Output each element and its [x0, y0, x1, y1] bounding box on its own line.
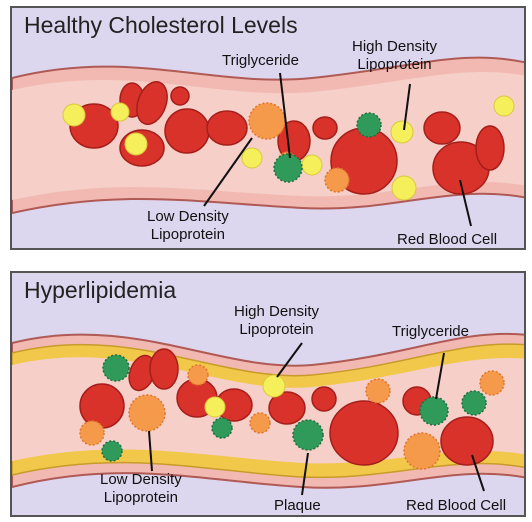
red-blood-cell — [165, 109, 209, 153]
ldl-particle — [129, 395, 165, 431]
triglyceride-particle — [293, 420, 323, 450]
triglyceride-particle — [357, 113, 381, 137]
ldl-label-line1: Low Density — [100, 471, 182, 489]
hdl-particle — [63, 104, 85, 126]
ldl-label-line2: Lipoprotein — [147, 226, 229, 244]
hdl-label-line2: Lipoprotein — [234, 321, 319, 339]
ldl-particle — [366, 379, 390, 403]
healthy-vessel-illustration — [12, 8, 526, 250]
hdl-label: High Density Lipoprotein — [352, 38, 437, 74]
red-blood-cell — [207, 111, 247, 145]
red-blood-cell — [313, 117, 337, 139]
triglyceride-label: Triglyceride — [222, 52, 299, 70]
red-blood-cell — [441, 417, 493, 465]
hdl-particle — [392, 176, 416, 200]
ldl-label: Low Density Lipoprotein — [147, 208, 229, 244]
hdl-particle — [205, 397, 225, 417]
hdl-particle — [263, 375, 285, 397]
red-blood-cell — [330, 401, 398, 465]
red-blood-cell — [476, 126, 504, 170]
hdl-label: High Density Lipoprotein — [234, 303, 319, 339]
hdl-particle — [391, 121, 413, 143]
triglyceride-particle — [274, 154, 302, 182]
rbc-label: Red Blood Cell — [397, 231, 497, 249]
hdl-label-line1: High Density — [352, 38, 437, 56]
ldl-particle — [188, 365, 208, 385]
hdl-particle — [494, 96, 514, 116]
hyperlipidemia-panel: Hyperlipidemia High Density Lipoprotein … — [10, 271, 526, 517]
hdl-particle — [125, 133, 147, 155]
healthy-panel: Healthy Cholesterol Levels Triglyceride … — [10, 6, 526, 250]
red-blood-cell — [312, 387, 336, 411]
triglyceride-particle — [212, 418, 232, 438]
ldl-particle — [249, 103, 285, 139]
hdl-label-line1: High Density — [234, 303, 319, 321]
hdl-particle — [111, 103, 129, 121]
triglyceride-particle — [103, 355, 129, 381]
red-blood-cell — [171, 87, 189, 105]
ldl-particle — [404, 433, 440, 469]
hdl-label-line2: Lipoprotein — [352, 56, 437, 74]
triglyceride-label: Triglyceride — [392, 323, 469, 341]
triglyceride-particle — [462, 391, 486, 415]
ldl-label-line2: Lipoprotein — [100, 489, 182, 507]
panel-title: Hyperlipidemia — [24, 277, 176, 304]
triglyceride-particle — [102, 441, 122, 461]
ldl-label: Low Density Lipoprotein — [100, 471, 182, 507]
ldl-particle — [325, 168, 349, 192]
panel-title: Healthy Cholesterol Levels — [24, 12, 298, 39]
red-blood-cell — [80, 384, 124, 428]
hdl-particle — [302, 155, 322, 175]
rbc-label: Red Blood Cell — [406, 497, 506, 515]
red-blood-cell — [424, 112, 460, 144]
hdl-particle — [242, 148, 262, 168]
red-blood-cell — [150, 349, 178, 389]
plaque-label: Plaque — [274, 497, 321, 515]
ldl-particle — [80, 421, 104, 445]
ldl-particle — [250, 413, 270, 433]
ldl-label-line1: Low Density — [147, 208, 229, 226]
triglyceride-particle — [420, 397, 448, 425]
ldl-particle — [480, 371, 504, 395]
